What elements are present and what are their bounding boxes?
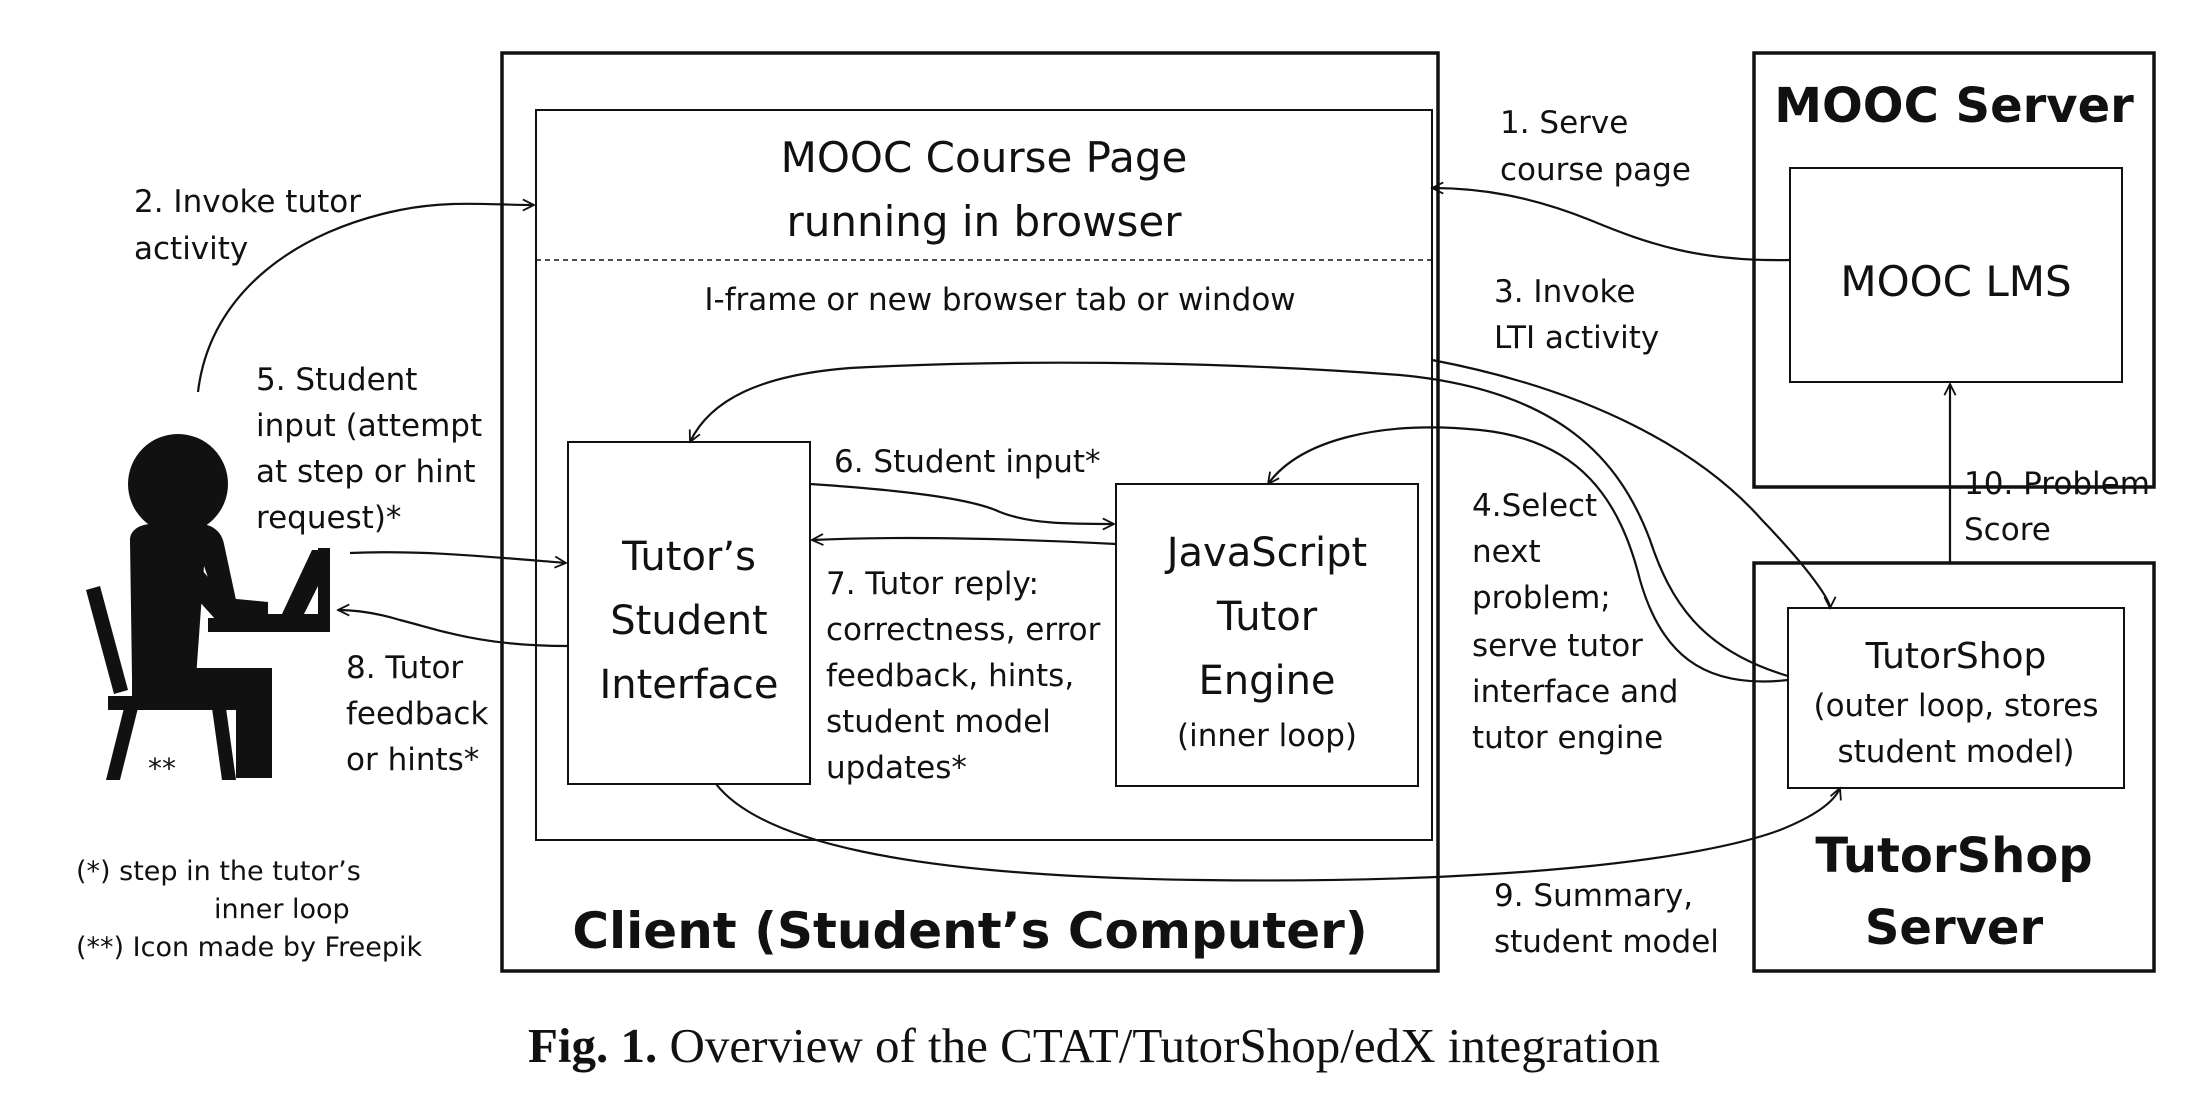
client-box — [500, 51, 1440, 973]
step-7-label: 7. Tutor reply: correctness, error feedb… — [826, 566, 1101, 786]
tutorshop-box-line2: (outer loop, stores — [1813, 688, 2098, 724]
course-page-title-line1: MOOC Course Page — [781, 133, 1188, 182]
step-4-label: 4.Select next problem; serve tutor inter… — [1472, 488, 1678, 756]
step-5-line1: 5. Student — [256, 362, 417, 398]
tutorshop-box-line1: TutorShop — [1865, 636, 2047, 677]
student-interface-line3: Interface — [599, 662, 778, 708]
mooc-lms-label: MOOC LMS — [1840, 257, 2071, 306]
arrow-student-input — [349, 551, 566, 563]
client-title: Client (Student’s Computer) — [572, 902, 1367, 960]
footnotes: (*) step in the tutor’s inner loop (**) … — [76, 856, 422, 963]
iframe-label: I-frame or new browser tab or window — [704, 282, 1295, 318]
mooc-lms-box — [1789, 167, 2123, 383]
step-5-label: 5. Student input (attempt at step or hin… — [256, 362, 482, 536]
arrow-student-input-to-engine — [809, 482, 1114, 524]
arrow-invoke-lti-activity — [1431, 358, 1830, 608]
tutor-engine-line2: Tutor — [1216, 594, 1318, 640]
caption-label: Fig. 1. — [528, 1018, 657, 1073]
step-7-line4: student model — [826, 704, 1051, 740]
tutorshop-server-title-line1: TutorShop — [1815, 828, 2092, 884]
footnote-1-line2: inner loop — [214, 894, 350, 925]
tutor-engine-line3: Engine — [1198, 658, 1335, 704]
figure-caption: Fig. 1. Overview of the CTAT/TutorShop/e… — [528, 1018, 1660, 1073]
step-1-line1: 1. Serve — [1500, 105, 1628, 141]
step-3-line2: LTI activity — [1494, 320, 1659, 356]
step-7-line2: correctness, error — [826, 612, 1101, 648]
step-4-line2: next — [1472, 534, 1541, 570]
arrow-tutor-reply — [812, 538, 1117, 544]
step-5-line4: request)* — [256, 500, 401, 536]
step-1-line2: course page — [1500, 152, 1691, 188]
step-8-line2: feedback — [346, 696, 488, 732]
step-6-label: 6. Student input* — [834, 444, 1101, 480]
step-10-line1: 10. Problem — [1964, 466, 2150, 502]
mooc-server-box — [1752, 51, 2156, 489]
step-10-label: 10. Problem Score — [1964, 466, 2150, 548]
step-7-line3: feedback, hints, — [826, 658, 1074, 694]
step-5-line3: at step or hint — [256, 454, 476, 490]
tutorshop-box — [1787, 607, 2125, 789]
arrow-tutor-feedback — [338, 610, 569, 648]
step-8-line1: 8. Tutor — [346, 650, 463, 686]
step-4-line3: problem; — [1472, 580, 1611, 616]
step-7-line5: updates* — [826, 750, 967, 786]
arrow-serve-course-page — [1432, 188, 1791, 262]
arrow-serve-engine — [1268, 426, 1789, 683]
caption-text: Overview of the CTAT/TutorShop/edX integ… — [657, 1018, 1660, 1073]
tutor-engine-line4: (inner loop) — [1177, 718, 1357, 754]
step-8-line3: or hints* — [346, 742, 479, 778]
step-10-line2: Score — [1964, 512, 2051, 548]
step-5-line2: input (attempt — [256, 408, 482, 444]
step-2-label: 2. Invoke tutor activity — [134, 184, 361, 267]
student-at-computer-icon — [86, 434, 330, 780]
step-9-line2: student model — [1494, 924, 1719, 960]
student-interface-line1: Tutor’s — [621, 534, 756, 580]
step-9-line1: 9. Summary, — [1494, 878, 1693, 914]
step-4-line1: 4.Select — [1472, 488, 1597, 524]
arrow-invoke-tutor-activity — [196, 204, 534, 393]
arrow-serve-interface — [690, 361, 1789, 678]
student-interface-line2: Student — [610, 598, 767, 644]
arrow-summary-student-model — [715, 783, 1840, 882]
tutorshop-server-title-line2: Server — [1865, 900, 2044, 956]
step-4-line6: tutor engine — [1472, 720, 1663, 756]
step-1-label: 1. Serve course page — [1500, 105, 1691, 188]
step-4-line5: interface and — [1472, 674, 1678, 710]
step-4-line4: serve tutor — [1472, 628, 1643, 664]
footnote-1-line1: (*) step in the tutor’s — [76, 856, 361, 887]
step-9-label: 9. Summary, student model — [1494, 878, 1719, 960]
mooc-server-title: MOOC Server — [1774, 78, 2134, 134]
step-7-line1: 7. Tutor reply: — [826, 566, 1039, 602]
footnote-2: (**) Icon made by Freepik — [76, 932, 422, 963]
tutorshop-server-box — [1752, 561, 2156, 973]
step-3-line1: 3. Invoke — [1494, 274, 1635, 310]
step-2-line1: 2. Invoke tutor — [134, 184, 361, 220]
step-2-line2: activity — [134, 231, 248, 267]
course-page-box — [535, 109, 1433, 841]
step-3-label: 3. Invoke LTI activity — [1494, 274, 1659, 356]
tutorshop-box-line3: student model) — [1838, 734, 2075, 770]
step-8-label: 8. Tutor feedback or hints* — [346, 650, 488, 778]
course-page-title-line2: running in browser — [786, 197, 1182, 246]
tutor-engine-line1: JavaScript — [1164, 530, 1368, 576]
student-icon-mark: ** — [148, 752, 176, 785]
